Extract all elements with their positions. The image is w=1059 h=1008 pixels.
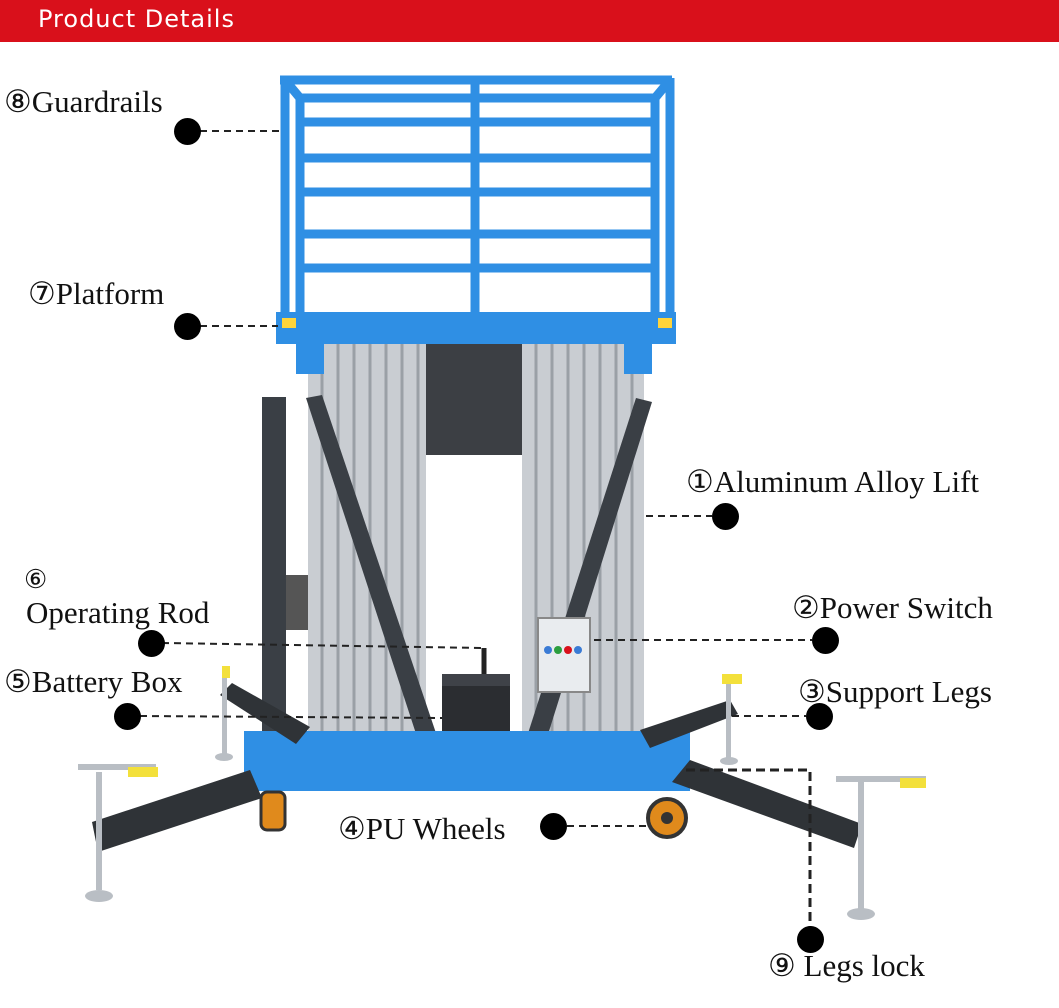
operating-rod-label: Operating Rod — [26, 595, 210, 630]
rear-post-plate — [286, 575, 310, 630]
mast-top-block — [426, 343, 522, 455]
pu-wheels-label: ④PU Wheels — [338, 811, 506, 846]
outrigger-back-left — [220, 683, 310, 744]
leader-lines — [139, 130, 812, 827]
aluminum-lift-marker — [712, 503, 739, 530]
aluminum-mast-right — [522, 343, 644, 761]
outrigger-front-left — [92, 770, 262, 852]
support-legs-label: ③Support Legs — [798, 674, 992, 709]
legs-lock-label: ⑨ Legs lock — [768, 948, 925, 983]
operating-rod-number: ⑥ — [24, 565, 48, 594]
support-legs-marker — [806, 703, 833, 730]
pu-wheels-marker — [540, 813, 567, 840]
battery-box-label: ⑤Battery Box — [4, 664, 183, 699]
power-switch-marker — [812, 627, 839, 654]
legs-lock-leader — [686, 768, 812, 928]
platform-marker — [174, 313, 201, 340]
platform-label: ⑦Platform — [28, 276, 165, 311]
legs-lock-marker — [797, 926, 824, 953]
operating-rod-marker — [138, 630, 165, 657]
guardrails-label: ⑧Guardrails — [4, 84, 163, 119]
header-title: Product Details — [38, 5, 235, 33]
guardrails-marker — [174, 118, 201, 145]
header-bar: Product Details — [0, 0, 1059, 42]
base-frame — [244, 731, 690, 791]
power-switch-box — [537, 617, 591, 693]
platform-deck — [276, 312, 676, 344]
power-switch-label: ②Power Switch — [792, 590, 993, 625]
battery-box-marker — [114, 703, 141, 730]
left-brace — [306, 395, 440, 752]
outrigger-back-right — [640, 700, 738, 748]
pu-wheels — [259, 790, 688, 839]
outrigger-front-right — [672, 760, 862, 848]
aluminum-alloy-lift-label: ①Aluminum Alloy Lift — [686, 464, 980, 499]
guardrail-frame — [280, 75, 675, 315]
